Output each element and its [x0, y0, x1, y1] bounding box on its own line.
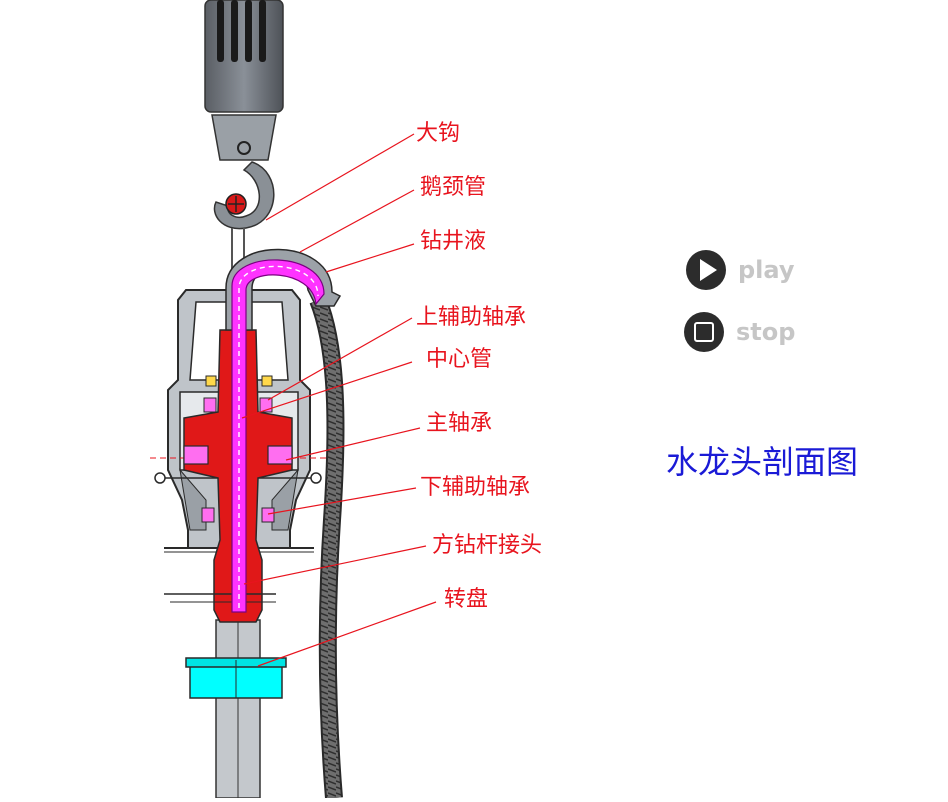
- stop-icon: [684, 312, 724, 352]
- label-upper-aux-bearing: 上辅助轴承: [416, 305, 527, 330]
- stop-label: stop: [736, 318, 796, 346]
- rotary-table: [185, 657, 287, 699]
- label-gooseneck: 鹅颈管: [420, 175, 487, 200]
- play-label: play: [738, 256, 795, 284]
- play-icon: [686, 250, 726, 290]
- stop-button[interactable]: stop: [684, 312, 795, 352]
- label-hook: 大钩: [416, 121, 461, 146]
- center-pipe: [231, 259, 325, 613]
- leader-lines: [241, 133, 437, 667]
- label-drilling-fluid: 钻井液: [420, 229, 487, 254]
- label-main-bearing: 主轴承: [426, 411, 493, 436]
- play-button[interactable]: play: [686, 250, 795, 290]
- traveling-block: [204, 0, 284, 161]
- diagram-title: 水龙头剖面图: [666, 443, 859, 481]
- label-center-pipe: 中心管: [426, 347, 493, 372]
- label-kelly-joint: 方钻杆接头: [432, 533, 543, 558]
- label-lower-aux-bearing: 下辅助轴承: [420, 475, 531, 500]
- kelly: [215, 619, 261, 799]
- label-rotary-table: 转盘: [444, 587, 489, 612]
